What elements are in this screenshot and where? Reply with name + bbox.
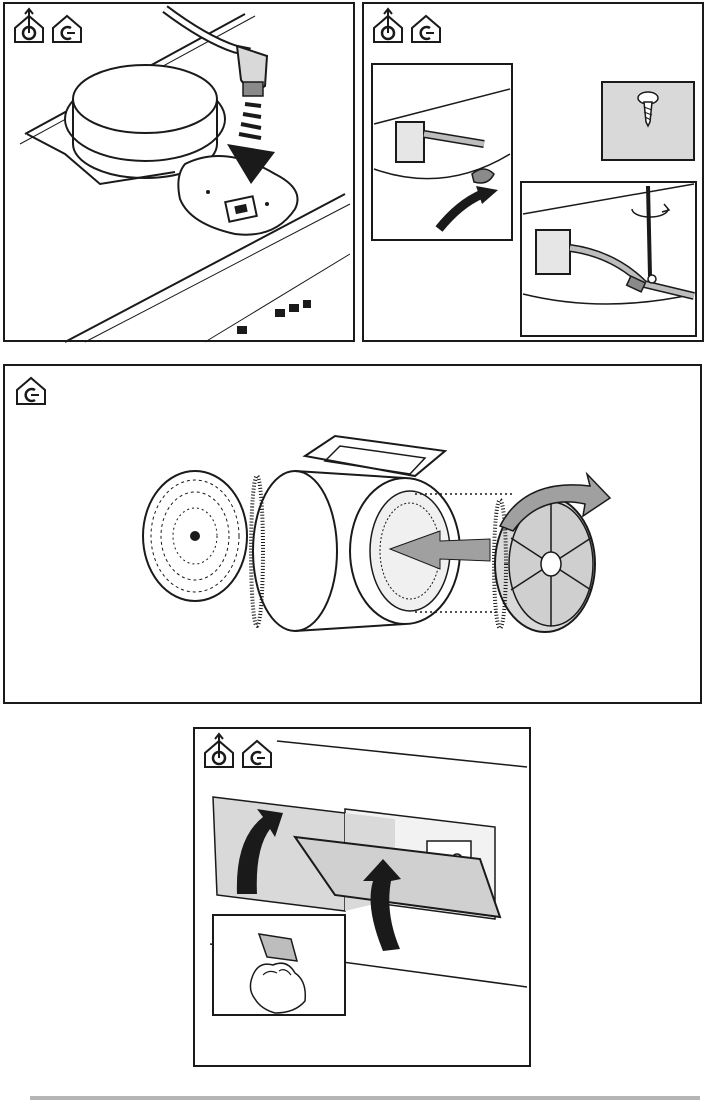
panel-charcoal-filter	[3, 364, 702, 704]
motor-housing	[251, 436, 460, 631]
recirculation-mode-icon	[243, 741, 271, 767]
recirculation-mode-icon	[53, 16, 81, 42]
panel-cable-clamp	[362, 2, 704, 342]
connector-plug-illustration	[5, 4, 357, 344]
recirculation-mode-icon	[412, 16, 440, 42]
ducted-mode-icon	[15, 9, 43, 42]
ducted-mode-icon	[205, 734, 233, 767]
footer-rule	[30, 1096, 700, 1100]
panel-grease-filter	[193, 727, 531, 1067]
charcoal-filter-illustration	[5, 366, 704, 706]
panel-connector-plug	[3, 2, 355, 342]
ducted-mode-icon	[374, 9, 402, 42]
grease-filter-illustration	[195, 729, 533, 1069]
cable-clamp-illustration	[364, 4, 706, 344]
fan-wheel	[143, 471, 247, 601]
recirculation-mode-icon	[17, 378, 45, 404]
